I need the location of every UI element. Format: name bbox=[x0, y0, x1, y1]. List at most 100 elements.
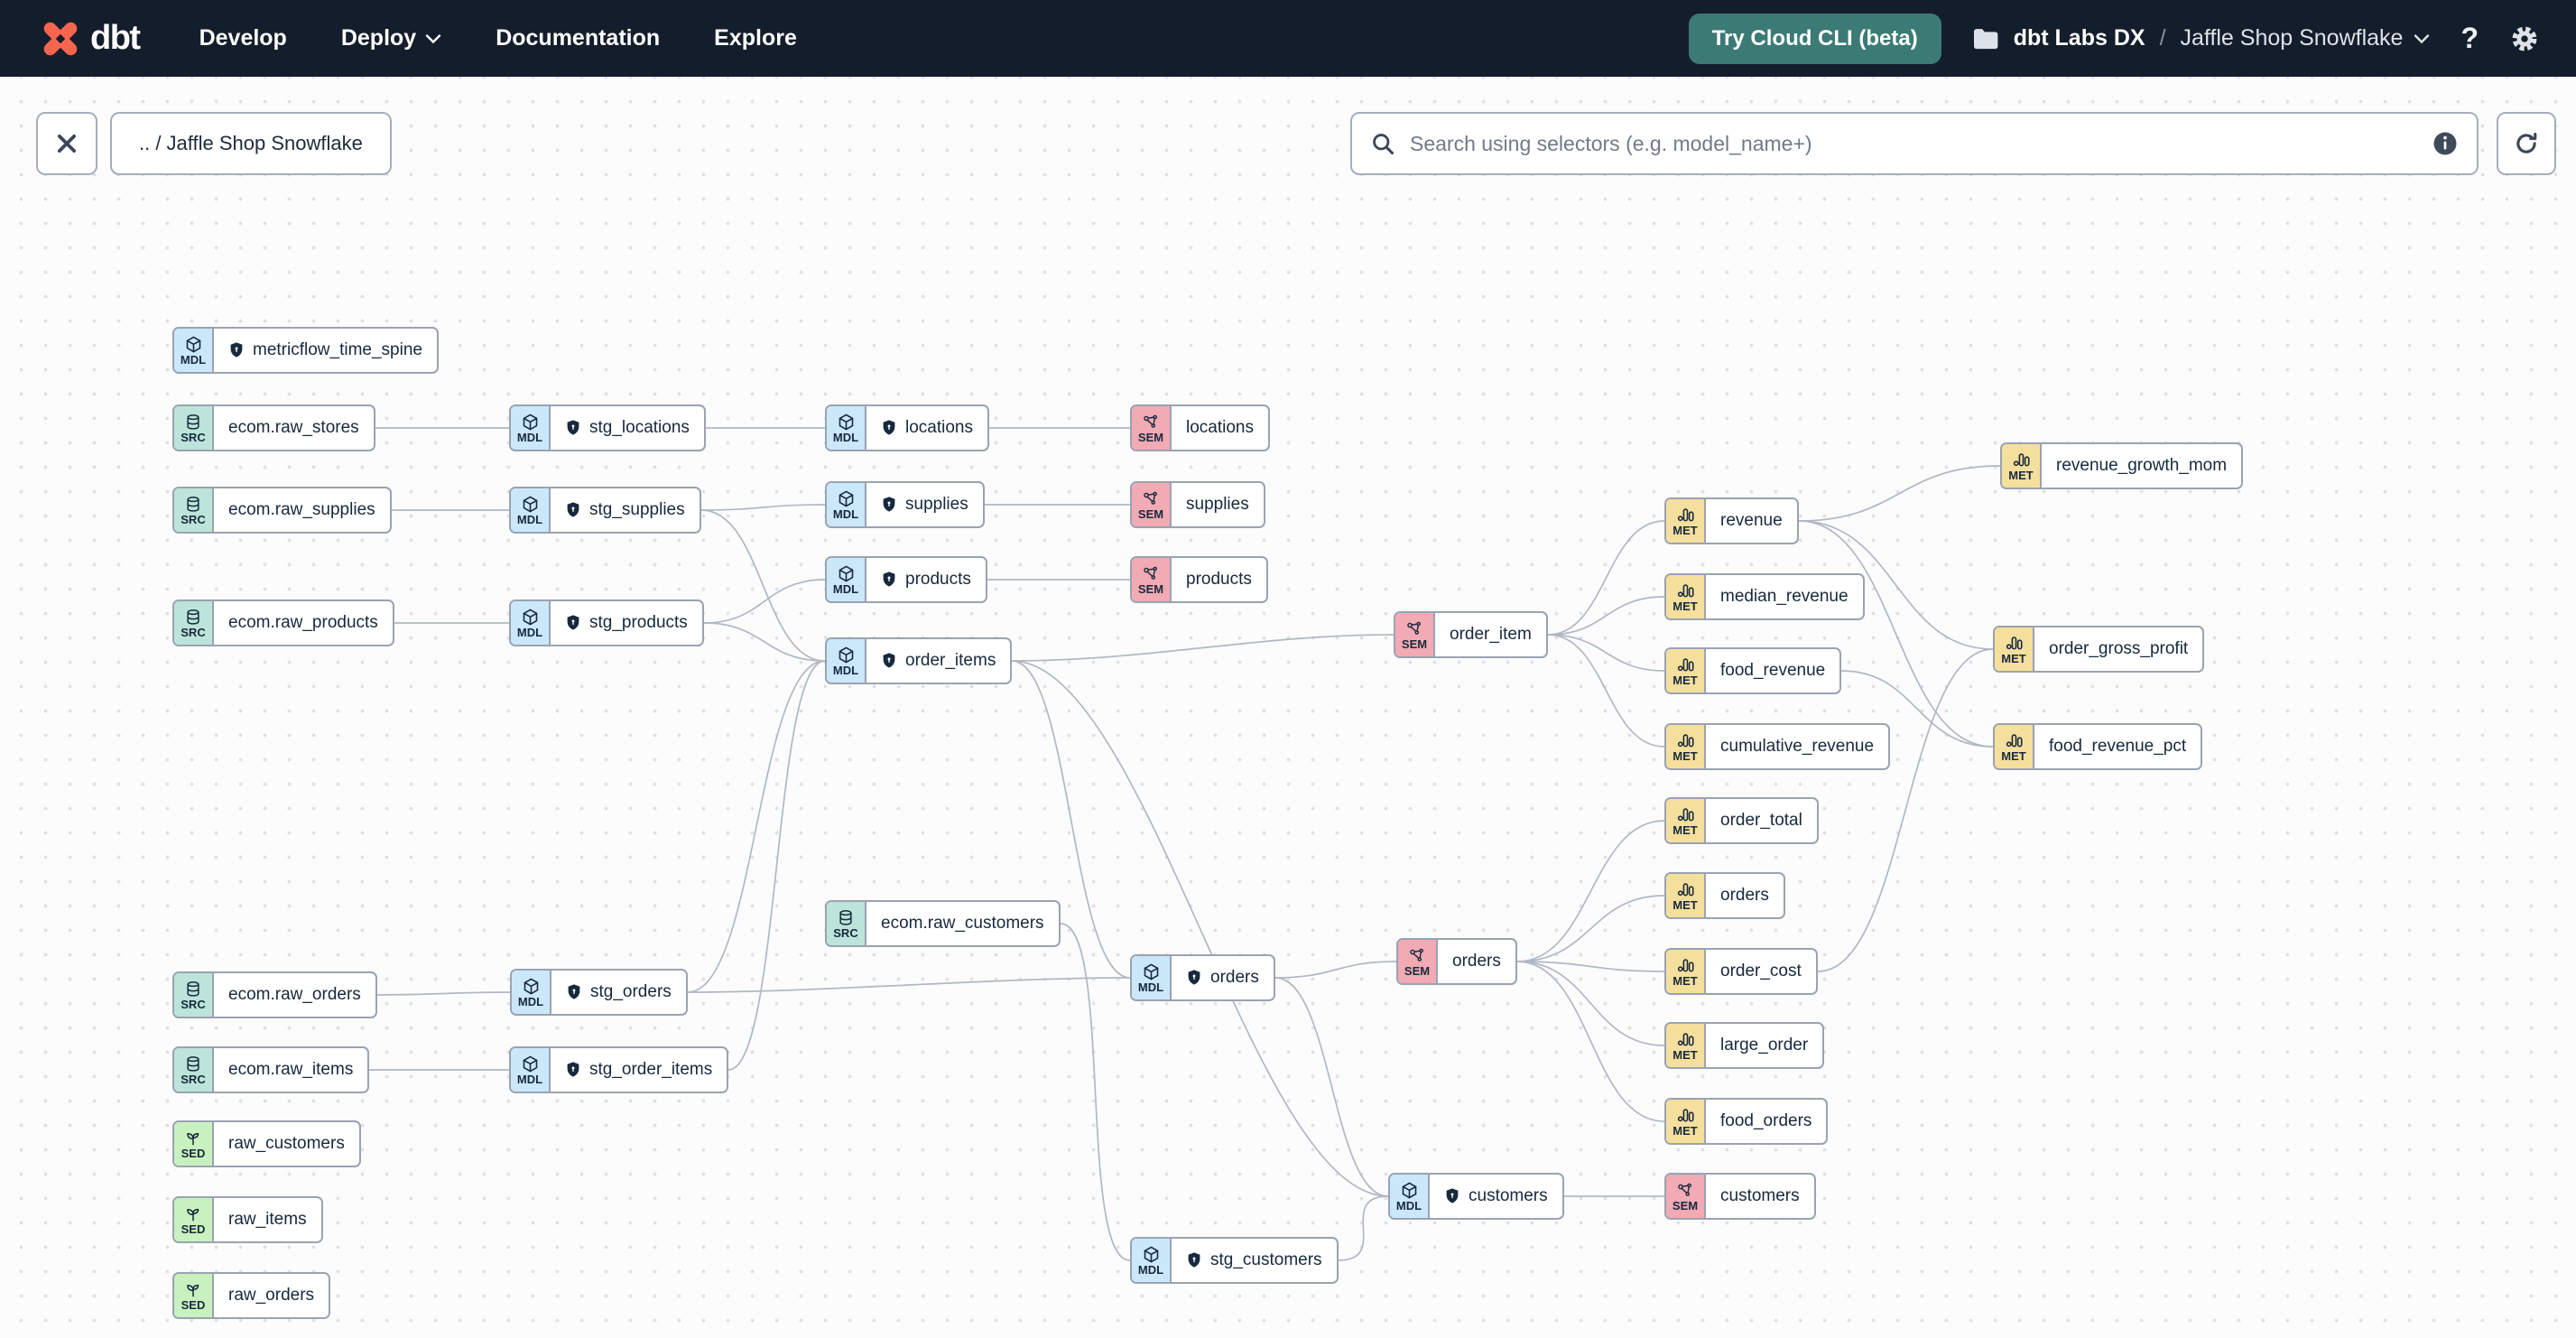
node-body: locations bbox=[866, 406, 987, 450]
metric-badge: MET bbox=[1666, 649, 1706, 692]
node-label: median_revenue bbox=[1720, 587, 1849, 606]
node-label: raw_orders bbox=[228, 1286, 315, 1305]
node-body: raw_orders bbox=[214, 1274, 329, 1317]
account-name: dbt Labs DX bbox=[2013, 25, 2145, 51]
model-badge: MDL bbox=[827, 639, 866, 683]
node-type-label: MDL bbox=[832, 663, 859, 677]
semantic-badge: SEM bbox=[1132, 483, 1172, 526]
nav-develop[interactable]: Develop bbox=[199, 25, 287, 51]
try-cloud-cli-button[interactable]: Try Cloud CLI (beta) bbox=[1688, 13, 1941, 64]
metric-icon bbox=[1676, 956, 1695, 975]
metric-icon bbox=[1676, 805, 1695, 824]
node-label: products bbox=[1186, 570, 1252, 589]
metric-icon bbox=[2005, 731, 2024, 750]
model-icon bbox=[1142, 962, 1161, 981]
lineage-breadcrumb-button[interactable]: .. / Jaffle Shop Snowflake bbox=[110, 112, 392, 175]
node-body: order_cost bbox=[1706, 950, 1816, 993]
model-badge: MDL bbox=[174, 329, 214, 372]
node-body: raw_customers bbox=[214, 1122, 359, 1166]
node-label: revenue_growth_mom bbox=[2056, 456, 2228, 475]
node-type-label: SEM bbox=[1401, 636, 1428, 651]
source-badge: SRC bbox=[174, 1048, 214, 1092]
metric-badge: MET bbox=[1666, 874, 1706, 917]
node-body: supplies bbox=[1172, 483, 1264, 526]
node-label: order_cost bbox=[1720, 962, 1802, 980]
nav-explore[interactable]: Explore bbox=[714, 25, 797, 51]
project-breadcrumb[interactable]: dbt Labs DX / Jaffle Shop Snowflake bbox=[1972, 25, 2431, 51]
model-badge: MDL bbox=[511, 1048, 551, 1092]
node-body: locations bbox=[1172, 406, 1268, 450]
node-body: order_gross_profit bbox=[2034, 627, 2202, 671]
contract-shield-icon bbox=[567, 615, 579, 630]
node-label: locations bbox=[905, 418, 973, 437]
top-navbar: dbt Develop Deploy Documentation Explore… bbox=[0, 0, 2576, 77]
semantic-icon bbox=[1408, 946, 1426, 965]
info-icon[interactable] bbox=[2432, 130, 2459, 157]
node-label: order_total bbox=[1720, 811, 1802, 830]
node-type-label: SEM bbox=[1672, 1198, 1699, 1213]
help-icon[interactable]: ? bbox=[2460, 22, 2479, 54]
nav-documentation[interactable]: Documentation bbox=[496, 25, 661, 51]
node-body: orders bbox=[1438, 940, 1515, 983]
refresh-icon bbox=[2516, 132, 2537, 153]
source-badge: SRC bbox=[174, 488, 214, 532]
node-type-label: MDL bbox=[516, 430, 543, 444]
metric-badge: MET bbox=[1666, 799, 1706, 842]
node-met_order_total[interactable]: MET order_total bbox=[1664, 797, 1819, 844]
search-input[interactable] bbox=[1408, 130, 2419, 157]
refresh-lineage-button[interactable] bbox=[2497, 112, 2556, 175]
node-body: large_order bbox=[1706, 1024, 1822, 1067]
metric-icon bbox=[1676, 655, 1695, 674]
nav-deploy[interactable]: Deploy bbox=[341, 25, 441, 51]
dbt-logo[interactable]: dbt bbox=[40, 18, 141, 60]
close-lineage-button[interactable] bbox=[36, 112, 97, 175]
project-name[interactable]: Jaffle Shop Snowflake bbox=[2181, 25, 2431, 51]
contract-shield-icon bbox=[883, 571, 895, 587]
node-body: revenue_growth_mom bbox=[2042, 444, 2241, 488]
node-body: stg_products bbox=[551, 601, 702, 645]
metric-badge: MET bbox=[1995, 725, 2034, 768]
node-type-label: MDL bbox=[1395, 1198, 1422, 1213]
model-badge: MDL bbox=[512, 971, 551, 1014]
gear-icon[interactable] bbox=[2509, 23, 2540, 54]
